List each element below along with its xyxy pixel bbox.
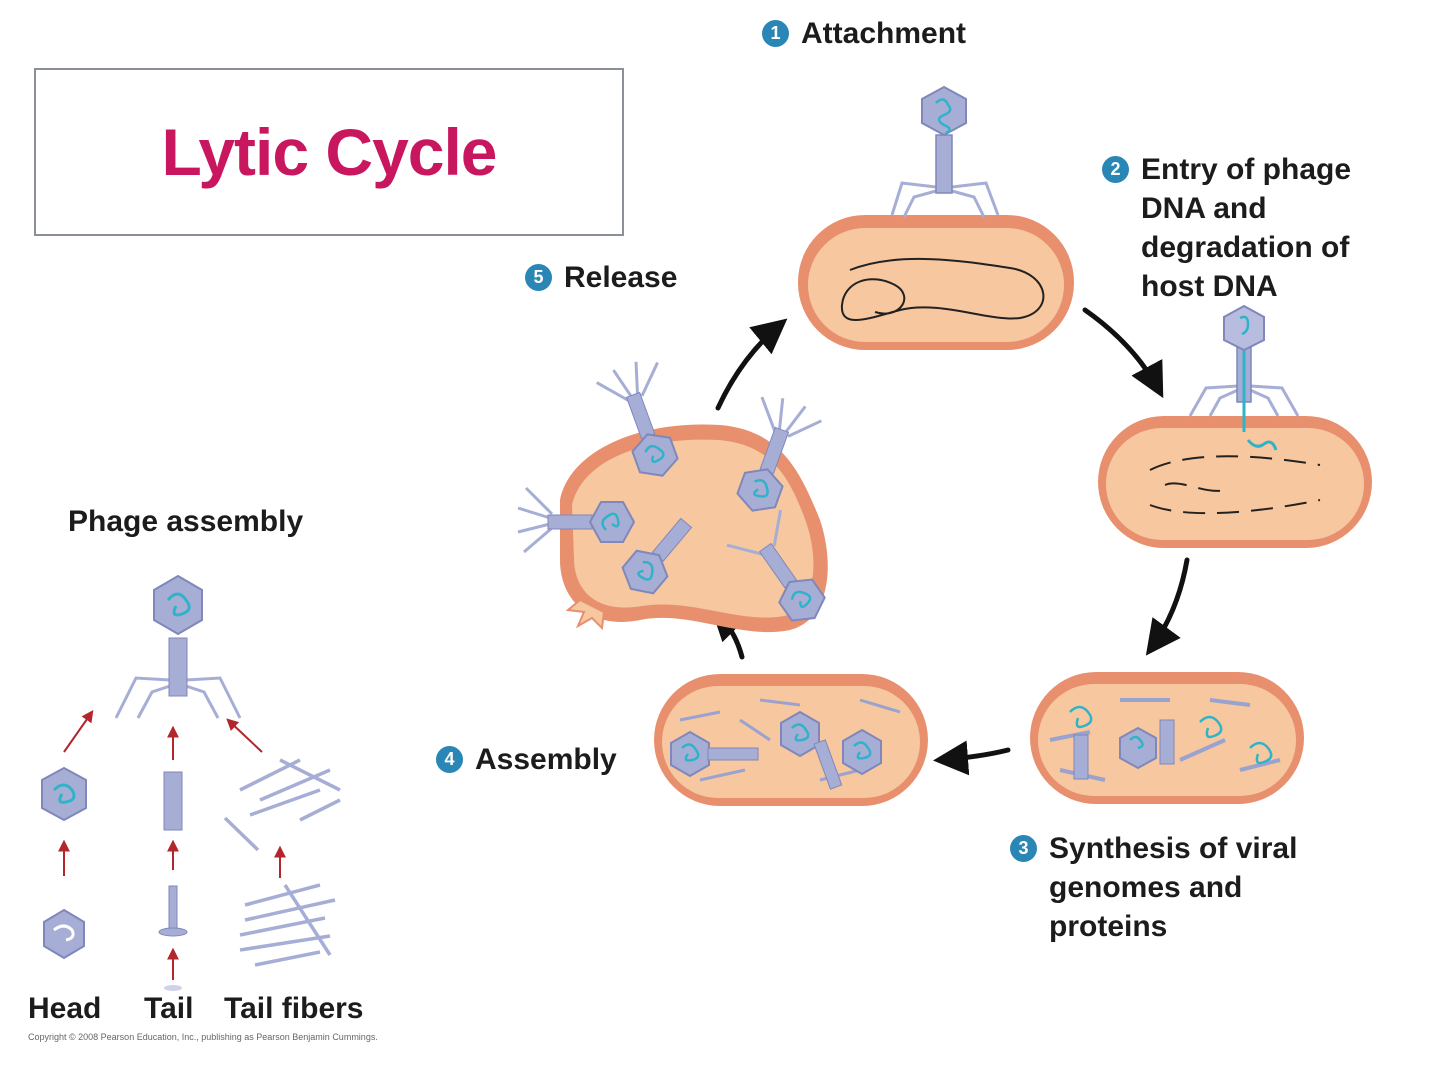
cell-attachment (798, 85, 1074, 350)
step-2-text-line-3: degradation of (1141, 231, 1350, 264)
phage-head-empty (1223, 304, 1265, 352)
phage-dna-remnant (1239, 315, 1250, 336)
cell-assembly (654, 674, 928, 806)
step-2-badge: 2 (1102, 156, 1129, 183)
cell-body (808, 228, 1064, 342)
step-2-text-line-1: Entry of phage (1141, 153, 1352, 186)
tail-part (1159, 719, 1175, 765)
tail-fibers (1188, 384, 1300, 417)
degraded-host-dna (1149, 455, 1321, 515)
tail-fiber-column (223, 758, 341, 967)
complete-phage (114, 574, 242, 719)
step-4-label: 4 Assembly (436, 740, 617, 779)
cell-body (1038, 684, 1296, 796)
step-2-text-line-2: DNA and (1141, 192, 1267, 225)
viral-parts (1049, 698, 1281, 782)
assembled-phage (842, 728, 882, 776)
tail-core (168, 885, 178, 931)
page-title: Lytic Cycle (161, 115, 497, 189)
cell-wall (560, 424, 828, 633)
arrow-head-to-phage (63, 710, 94, 753)
phage-assembly-title: Phage assembly (68, 505, 304, 538)
phage-dna (935, 98, 952, 135)
step-5-label: 5 Release (525, 258, 677, 297)
copyright-notice: Copyright © 2008 Pearson Education, Inc.… (28, 1032, 378, 1042)
baseplate-bottom (164, 985, 182, 991)
arrow-synthesis-to-assembly (933, 740, 1011, 776)
assembled-phage (670, 730, 759, 778)
part-label-tail-fibers: Tail fibers (224, 992, 364, 1025)
cell-wall (1030, 672, 1304, 804)
step-1-label: 1 Attachment (762, 14, 966, 53)
arrow-entry-to-synthesis (1145, 557, 1190, 656)
title-box: Lytic Cycle (34, 68, 624, 236)
phage-assembly-panel (41, 574, 341, 991)
host-dna-loop (840, 257, 1045, 321)
cycle-arrows (710, 307, 1190, 776)
arrow-release-to-attachment (715, 318, 788, 411)
empty-head (1119, 726, 1157, 770)
cell-release (517, 361, 828, 633)
arrow-fibers-to-phage (226, 718, 263, 753)
phage-attached (890, 85, 1000, 218)
step-5-text: Release (564, 261, 678, 294)
tail-part (1073, 734, 1089, 780)
step-1-badge: 1 (762, 20, 789, 47)
baseplate (158, 927, 188, 937)
phage-tail (1236, 345, 1252, 403)
tail-fibers-loose (679, 698, 901, 782)
assembled-phage (780, 710, 843, 790)
step-4-text: Assembly (475, 743, 617, 776)
cell-wall (798, 215, 1074, 350)
step-3-badge: 3 (1010, 835, 1037, 862)
step-1-text: Attachment (801, 17, 967, 50)
step-3-text-line-1: Synthesis of viral (1049, 832, 1298, 865)
step-2-text-line-4: host DNA (1141, 270, 1278, 303)
lysis-burst (565, 598, 606, 631)
head-full (41, 766, 87, 822)
tail-column (158, 771, 188, 991)
cell-wall (654, 674, 928, 806)
step-4-badge: 4 (436, 746, 463, 773)
arrow-attachment-to-entry (1082, 307, 1164, 399)
arrow-assembly-to-release (710, 605, 748, 660)
injected-phage-dna (1246, 439, 1278, 451)
cell-wall (1098, 416, 1372, 548)
part-label-tail: Tail (144, 992, 194, 1025)
cell-entry (1098, 304, 1372, 548)
tail-sheath (163, 771, 183, 831)
tail-fibers (890, 181, 1000, 218)
step-3-text-line-3: proteins (1049, 910, 1168, 943)
cell-body (662, 686, 920, 798)
phage-tail (935, 134, 953, 194)
cell-synthesis (1030, 672, 1304, 804)
step-3-label: 3 Synthesis of viral genomes and protein… (1010, 829, 1297, 946)
cell-body (572, 439, 814, 618)
head-column (41, 766, 87, 960)
head-empty (43, 908, 85, 960)
phage-head (921, 85, 967, 137)
part-label-head: Head (28, 992, 102, 1025)
released-phages (517, 361, 826, 622)
step-5-badge: 5 (525, 264, 552, 291)
phage-injecting (1188, 304, 1300, 432)
step-2-label: 2 Entry of phage DNA and degradation of … (1102, 150, 1351, 306)
assembly-arrows (58, 710, 286, 980)
viral-genomes (1069, 705, 1273, 765)
step-3-text-line-2: genomes and (1049, 871, 1243, 904)
cell-body (1106, 428, 1364, 540)
